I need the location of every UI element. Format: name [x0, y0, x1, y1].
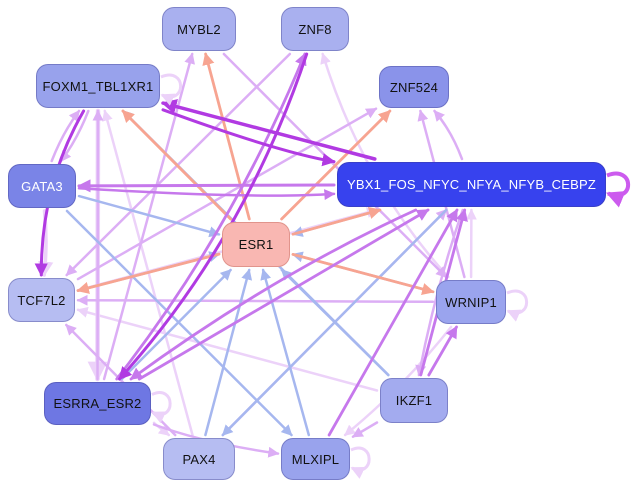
edge-FOXM1-GATA3 — [59, 109, 90, 163]
edge-IKZF1-MLXIPL — [351, 421, 379, 438]
edge-GATA3-FOXM1 — [50, 109, 81, 163]
edge-MLXIPL-ESR1 — [260, 268, 311, 437]
node-foxm1[interactable]: FOXM1_TBL1XR1 — [36, 64, 160, 108]
edge-ESRRA-ESR1 — [120, 268, 232, 381]
edge-YBX1-ESRRA — [129, 208, 418, 381]
node-ybx1[interactable]: YBX1_FOS_NFYC_NFYA_NFYB_CEBPZ — [337, 162, 606, 207]
edge-ESR1-FOXM1 — [121, 109, 232, 221]
node-esr1[interactable]: ESR1 — [222, 222, 290, 267]
edge-ESRRA-YBX1 — [137, 208, 430, 381]
edge-GATA3-ESR1 — [77, 194, 221, 238]
edge-YBX1-GATA3 — [77, 179, 336, 193]
edge-ESR1-MYBL2 — [202, 52, 251, 221]
edge-MLXIPL-YBX1 — [327, 208, 459, 437]
edge-ESRRA-FOXM1 — [92, 109, 104, 381]
edge-WRNIP1-TCF7L2 — [76, 294, 435, 306]
edge-ESR1-TCF7L2 — [76, 252, 221, 294]
edge-PAX4-ESR1 — [204, 268, 253, 437]
self-loop-ESRRA — [151, 391, 172, 424]
node-gata3[interactable]: GATA3 — [8, 164, 76, 208]
node-ikzf1[interactable]: IKZF1 — [380, 378, 448, 423]
node-pax4[interactable]: PAX4 — [163, 438, 235, 480]
self-loop-FOXM1 — [160, 73, 183, 106]
node-wrnip1[interactable]: WRNIP1 — [436, 280, 506, 324]
node-mlxipl[interactable]: MLXIPL — [281, 438, 350, 480]
node-znf524[interactable]: ZNF524 — [379, 66, 449, 108]
node-tcf7l2[interactable]: TCF7L2 — [8, 278, 75, 322]
edge-GATA3-MLXIPL — [65, 209, 293, 437]
edge-ESR1-YBX1 — [291, 206, 382, 236]
node-znf8[interactable]: ZNF8 — [281, 7, 349, 51]
edge-ESRRA-ZNF8 — [115, 52, 307, 381]
node-mybl2[interactable]: MYBL2 — [162, 7, 236, 51]
self-loop-MLXIPL — [350, 446, 371, 479]
edge-ESR1-ZNF524 — [280, 109, 392, 221]
self-loop-WRNIP1 — [506, 289, 529, 322]
edge-YBX1-ZNF524 — [433, 109, 464, 161]
edge-YBX1-FOXM1 — [161, 99, 377, 161]
edge-IKZF1-WRNIP1 — [427, 325, 458, 377]
self-loop-YBX1 — [605, 171, 631, 208]
node-esrra[interactable]: ESRRA_ESR2 — [44, 382, 151, 425]
edge-FOXM1-YBX1 — [161, 108, 336, 167]
edge-GATA3-YBX1 — [77, 187, 336, 201]
